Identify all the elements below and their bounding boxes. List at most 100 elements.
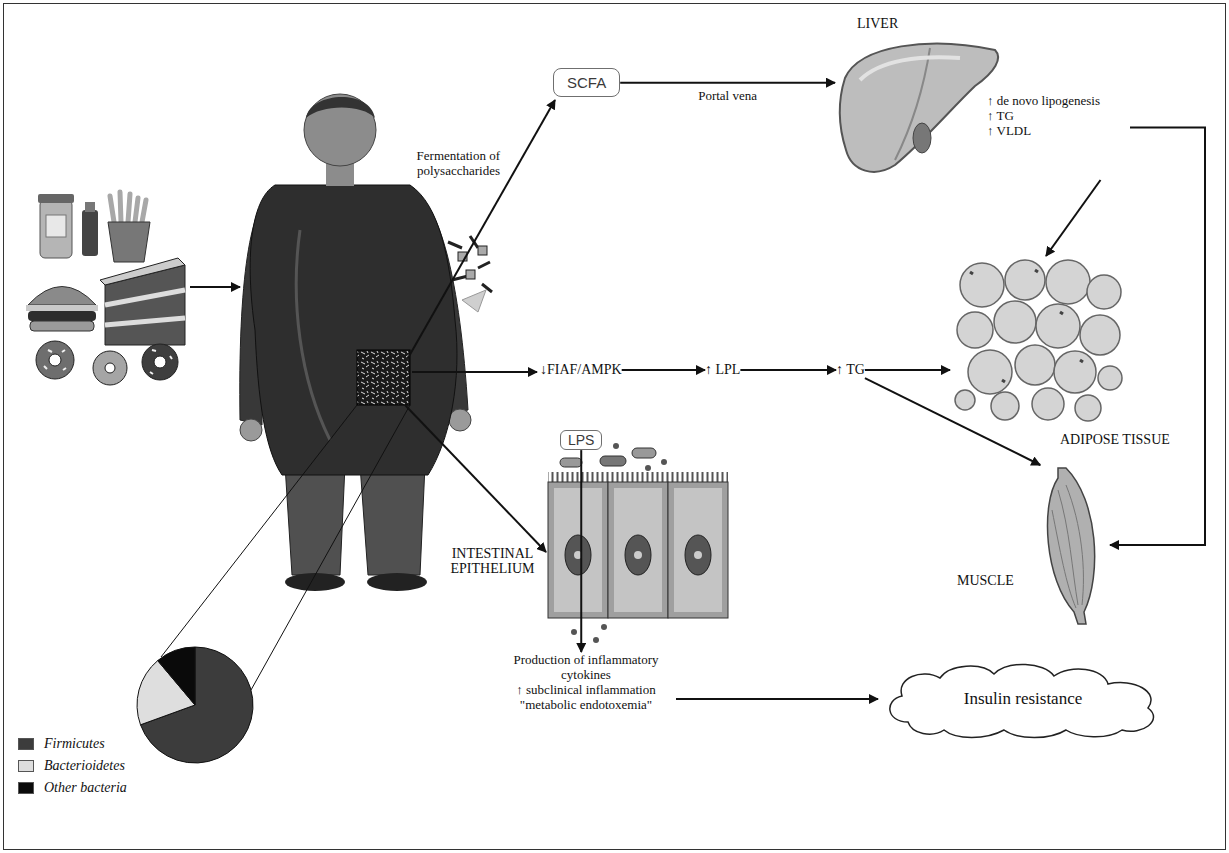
epithelium-cells-part — [645, 465, 651, 471]
epithelium-cells-part — [608, 482, 668, 618]
node-text: ↑ de novo lipogenesis — [987, 94, 1229, 109]
adipose-cells-part — [1015, 345, 1055, 385]
legend-swatch — [18, 738, 34, 750]
legend-row: Other bacteria — [18, 777, 127, 799]
adipose-cells-part — [1075, 395, 1101, 421]
pie-chart — [137, 647, 253, 763]
epithelium-cells-part — [613, 443, 619, 449]
adipose-cells-part — [991, 392, 1019, 420]
cloud-outline — [890, 664, 1154, 737]
epithelium-cells-part — [674, 488, 722, 612]
gut-arrow — [190, 100, 555, 552]
polysaccharides-part — [478, 246, 487, 255]
arrow-connector — [740, 369, 836, 371]
adipose-cells-part — [1046, 260, 1090, 304]
obese-man-part — [285, 465, 345, 575]
obese-man-part — [250, 185, 457, 475]
organ-node: ADIPOSE TISSUE — [950, 256, 1190, 452]
epithelium-cells-part — [560, 458, 582, 467]
epithelium-cells-part — [571, 629, 577, 635]
epithelium-cells-part — [600, 456, 626, 466]
adipose-cells-part — [1080, 315, 1120, 355]
epithelium-cells-part — [668, 482, 728, 618]
pie-chart-part — [158, 647, 195, 705]
node-text: "metabolic endotoxemia" — [496, 697, 676, 712]
gut-arrow-part — [412, 371, 537, 373]
epithelium-cells-part — [661, 459, 667, 465]
junk-food-part — [85, 202, 95, 212]
junk-food-part — [100, 258, 185, 285]
epithelium-cells-part — [632, 448, 656, 458]
junk-food-part — [26, 305, 98, 311]
adipose-cells-part — [1054, 351, 1096, 393]
node-text: ↑ TG — [987, 109, 1229, 124]
epithelium-cells — [548, 443, 728, 643]
obese-man-part — [360, 465, 425, 575]
liver-organ-part — [840, 44, 998, 172]
epithelium-cells-part — [601, 624, 607, 630]
junk-food-part — [40, 200, 72, 258]
node-text: ↓FIAF/AMPK — [540, 362, 622, 378]
organ-node: MUSCLE — [955, 465, 1110, 625]
junk-food-part — [110, 192, 146, 222]
metabolite-box: SCFA — [553, 68, 620, 97]
junk-food-part — [36, 341, 74, 379]
adipose-cells-part — [1005, 260, 1045, 300]
junk-food-part — [142, 344, 178, 380]
junk-food-part — [108, 222, 150, 262]
gut-arrow-part — [190, 286, 240, 288]
liver-organ — [840, 44, 998, 172]
node-text: Insulin resistance — [964, 689, 1083, 709]
pie-leader-part — [161, 405, 357, 657]
liver-organ-part — [913, 123, 931, 153]
polysaccharides-part — [466, 270, 475, 279]
obese-man-part — [240, 419, 262, 441]
adipose-cells-part — [1032, 388, 1064, 420]
arrow-connector — [580, 450, 582, 652]
arrow-connector — [865, 378, 1040, 465]
epithelium-cells-part — [634, 551, 642, 559]
node-text: ADIPOSE TISSUE — [1060, 432, 1229, 448]
figure-label: INTESTINAL EPITHELIUM — [440, 546, 545, 576]
node-text: MUSCLE — [957, 573, 1112, 589]
node-text: LIVER — [857, 16, 1152, 32]
obese-man-part — [306, 97, 375, 118]
epithelium-cells-part — [565, 535, 591, 575]
effect-text: Production of inflammatory cytokines↑ su… — [496, 652, 676, 712]
legend-text: Bacterioidetes — [44, 758, 125, 774]
legend-row: Firmicutes — [18, 733, 127, 755]
junk-food — [26, 192, 185, 385]
obese-man-part — [296, 230, 330, 440]
arrow-connector — [1110, 128, 1205, 545]
junk-food-part — [93, 351, 127, 385]
epithelium-cells-part — [548, 472, 728, 482]
muscle-organ-part — [1052, 485, 1083, 608]
epithelium-cells-part — [548, 482, 608, 618]
epithelium-cells-part — [554, 488, 602, 612]
node-text: ↑ subclinical inflammation — [496, 682, 676, 697]
adipose-cells-part — [960, 263, 1004, 307]
junk-food-part — [105, 290, 185, 325]
arrow-connector — [622, 369, 705, 371]
epithelium-cells-part — [694, 551, 702, 559]
junk-food-part — [105, 363, 115, 373]
arrow-connector — [620, 82, 835, 84]
arrow-connector — [1046, 180, 1101, 256]
pathway-step: ↑ TG — [836, 362, 865, 378]
junk-food-part — [154, 356, 166, 368]
figure-label: Fermentation of polysaccharides — [400, 148, 500, 178]
epithelium-cells-part — [593, 637, 599, 643]
junk-food-part — [30, 321, 94, 331]
pathway-step: ↓FIAF/AMPK — [540, 362, 622, 378]
gut-arrow-part — [408, 100, 555, 358]
adipose-cells-part — [957, 312, 993, 348]
epithelium-cells-part — [625, 535, 651, 575]
muscle-organ-part — [1047, 468, 1094, 624]
adipose-cells-part — [970, 270, 1083, 382]
legend-swatch — [18, 782, 34, 794]
junk-food-part — [28, 287, 96, 306]
legend: FirmicutesBacterioidetesOther bacteria — [18, 733, 127, 799]
arrow-connector — [865, 369, 950, 371]
junk-food-part — [46, 215, 66, 237]
